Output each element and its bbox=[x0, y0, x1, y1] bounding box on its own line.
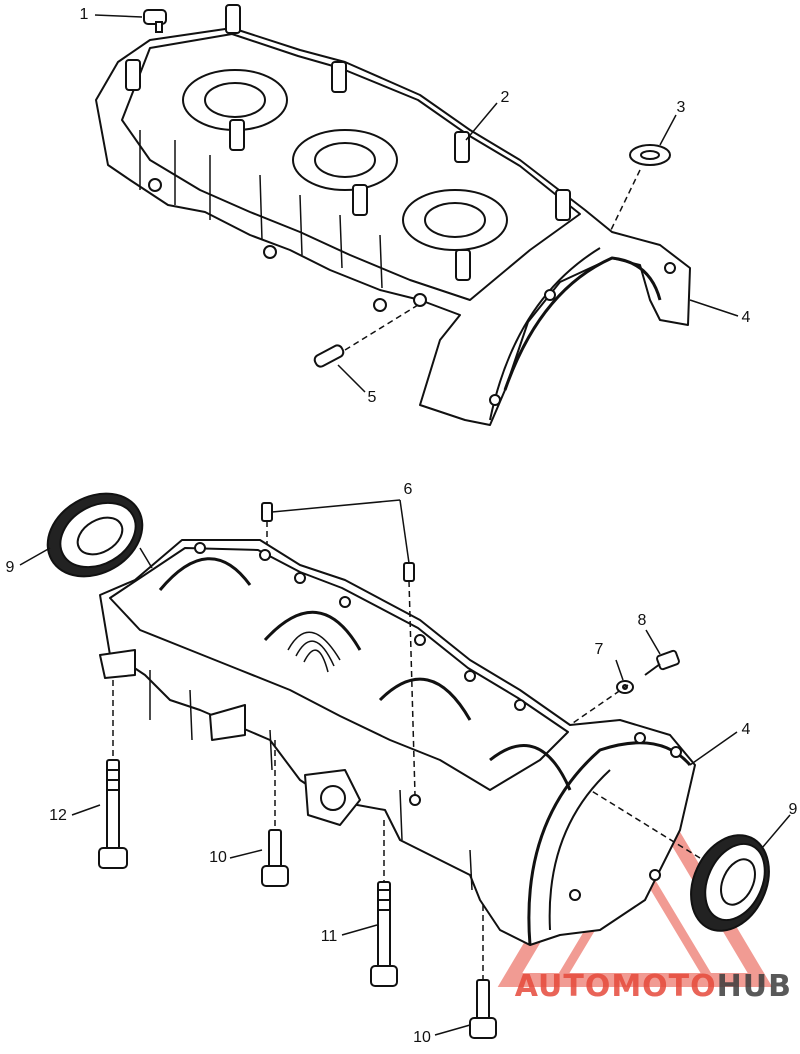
bolt-part-11 bbox=[370, 881, 398, 987]
callout-1: 1 bbox=[79, 6, 89, 23]
pin-part-5 bbox=[313, 344, 345, 368]
callout-6: 6 bbox=[403, 481, 413, 498]
callout-11: 11 bbox=[320, 928, 338, 945]
callout-8: 8 bbox=[637, 612, 647, 629]
upper-crankcase bbox=[95, 27, 691, 426]
oil-seal-right-part-9 bbox=[690, 834, 770, 932]
oil-seal-left-part-9 bbox=[46, 492, 144, 578]
bolt-part-12 bbox=[98, 759, 128, 869]
callout-4-upper: 4 bbox=[741, 309, 751, 326]
grommet-part-3 bbox=[629, 144, 671, 166]
callout-7: 7 bbox=[594, 641, 604, 658]
callout-10-upper: 10 bbox=[209, 849, 227, 866]
fitting-part-1 bbox=[143, 9, 167, 33]
callout-12: 12 bbox=[49, 807, 67, 824]
lower-crankcase bbox=[99, 539, 696, 946]
watermark-part1: AUTOMOTO bbox=[514, 969, 717, 1004]
callout-9-right: 9 bbox=[788, 801, 798, 818]
leader-lines bbox=[19, 14, 791, 1036]
screw-part-8 bbox=[644, 649, 680, 676]
callout-2: 2 bbox=[500, 89, 510, 106]
bolt-part-10-upper bbox=[261, 829, 289, 887]
callout-3: 3 bbox=[676, 99, 686, 116]
callout-4-lower: 4 bbox=[741, 721, 751, 738]
watermark-logo-text: AUTOMOTOHUB bbox=[515, 972, 792, 1002]
watermark-part2: HUB bbox=[716, 969, 792, 1004]
callout-10-lower: 10 bbox=[413, 1029, 431, 1046]
bolt-part-10-lower bbox=[469, 979, 497, 1039]
callout-5: 5 bbox=[367, 389, 377, 406]
callout-9-left: 9 bbox=[5, 559, 15, 576]
